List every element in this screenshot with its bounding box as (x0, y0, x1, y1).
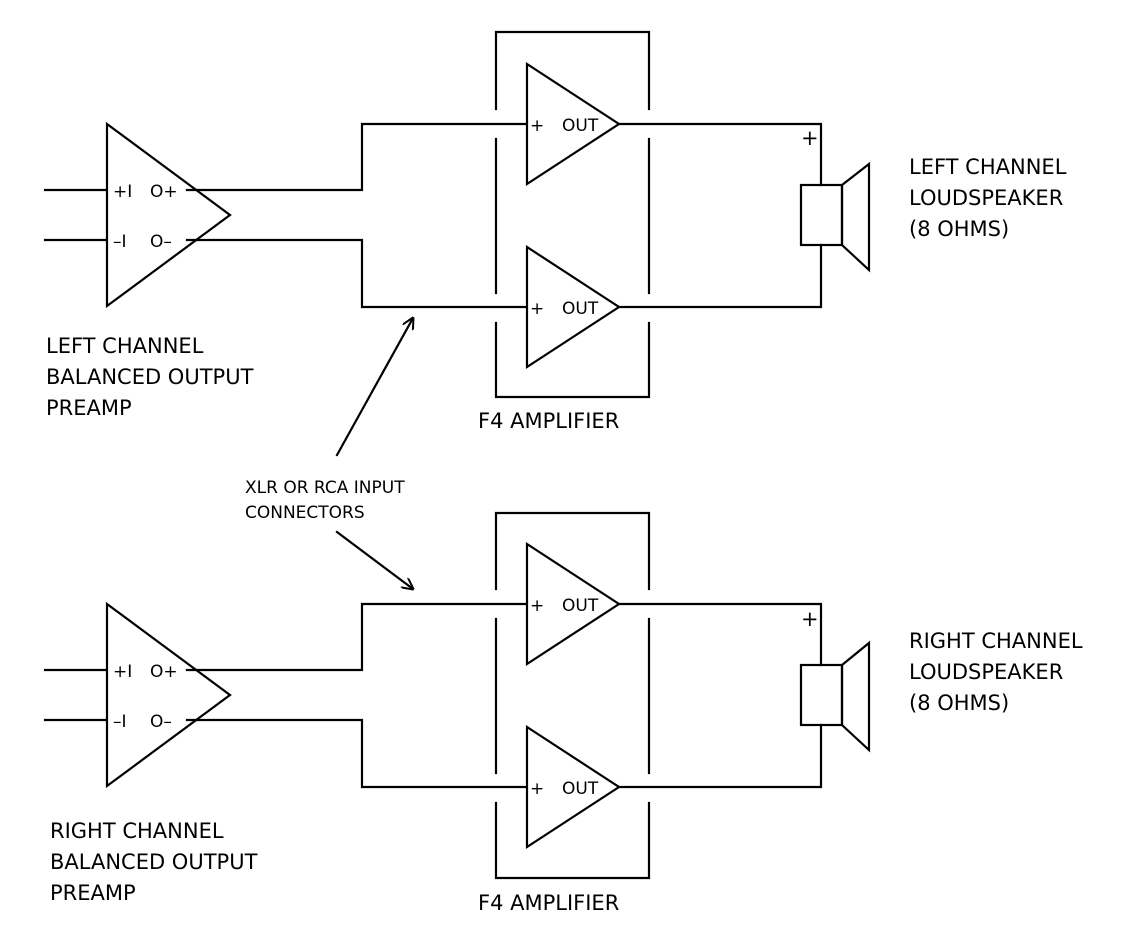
left-wire-to-speaker-plus (617, 122, 823, 187)
right-wire-to-speaker-minus (617, 723, 823, 789)
left-amp-upper-out: OUT (562, 116, 599, 136)
left-wire-to-speaker-minus (617, 243, 823, 309)
left-wire-minus-to-amp (185, 238, 529, 309)
right-preamp-pin-out-minus: O– (150, 712, 172, 732)
connector-note: XLR OR RCA INPUT CONNECTORS (245, 318, 413, 589)
right-speaker-cone (840, 640, 871, 753)
right-preamp-pin-in-minus: –I (113, 712, 127, 732)
right-preamp-triangle (105, 601, 232, 789)
left-channel: +I –I O+ O– + OUT + OUT + LEFT CHANNEL B… (43, 30, 1073, 433)
left-speaker-cone (840, 161, 871, 273)
connector-arrow-up (335, 318, 413, 457)
left-preamp-pin-out-minus: O– (150, 232, 172, 252)
right-amp-upper-plus: + (530, 596, 544, 616)
left-speaker-polarity: + (801, 126, 819, 150)
left-preamp-label: LEFT CHANNEL BALANCED OUTPUT PREAMP (46, 334, 260, 420)
left-amp-lower-plus: + (530, 299, 544, 319)
right-amp-enclosure-bottom (494, 801, 651, 880)
right-preamp-pin-out-plus: O+ (150, 662, 178, 682)
left-amp-enclosure-bottom (494, 321, 651, 399)
right-preamp-pin-in-plus: +I (113, 662, 132, 682)
left-speaker-magnet (799, 183, 844, 247)
right-amp-lower-out: OUT (562, 779, 599, 799)
left-amp-upper-plus: + (530, 116, 544, 136)
right-wire-minus-to-amp (185, 718, 529, 789)
right-speaker-magnet (799, 663, 844, 727)
left-amp-upper-triangle (525, 61, 622, 187)
left-preamp-pin-in-minus: –I (113, 232, 127, 252)
right-amp-lower-plus: + (530, 779, 544, 799)
left-amp-enclosure-top (494, 30, 651, 111)
right-speaker-polarity: + (801, 607, 819, 631)
left-preamp-pin-out-plus: O+ (150, 182, 178, 202)
connector-note-text: XLR OR RCA INPUT CONNECTORS (245, 478, 410, 523)
right-preamp-label: RIGHT CHANNEL BALANCED OUTPUT PREAMP (50, 819, 264, 905)
right-wire-plus-to-amp (185, 602, 529, 672)
left-preamp-triangle (105, 121, 232, 309)
left-speaker-label: LEFT CHANNEL LOUDSPEAKER (8 OHMS) (909, 155, 1073, 241)
left-amp-lower-out: OUT (562, 299, 599, 319)
right-speaker-label: RIGHT CHANNEL LOUDSPEAKER (8 OHMS) (909, 629, 1089, 715)
left-amp-lower-triangle (525, 244, 622, 370)
right-wire-to-speaker-plus (617, 602, 823, 667)
connector-arrow-down (335, 530, 413, 589)
right-amp-upper-out: OUT (562, 596, 599, 616)
right-amp-enclosure-top (494, 511, 651, 591)
right-channel: +I –I O+ O– + OUT + OUT + RIGHT CHANNEL … (43, 511, 1089, 915)
left-wire-plus-to-amp (185, 122, 529, 192)
right-amp-label: F4 AMPLIFIER (478, 891, 619, 915)
right-amp-lower-triangle (525, 724, 622, 850)
left-preamp-pin-in-plus: +I (113, 182, 132, 202)
right-amp-upper-triangle (525, 541, 622, 667)
left-amp-label: F4 AMPLIFIER (478, 409, 619, 433)
